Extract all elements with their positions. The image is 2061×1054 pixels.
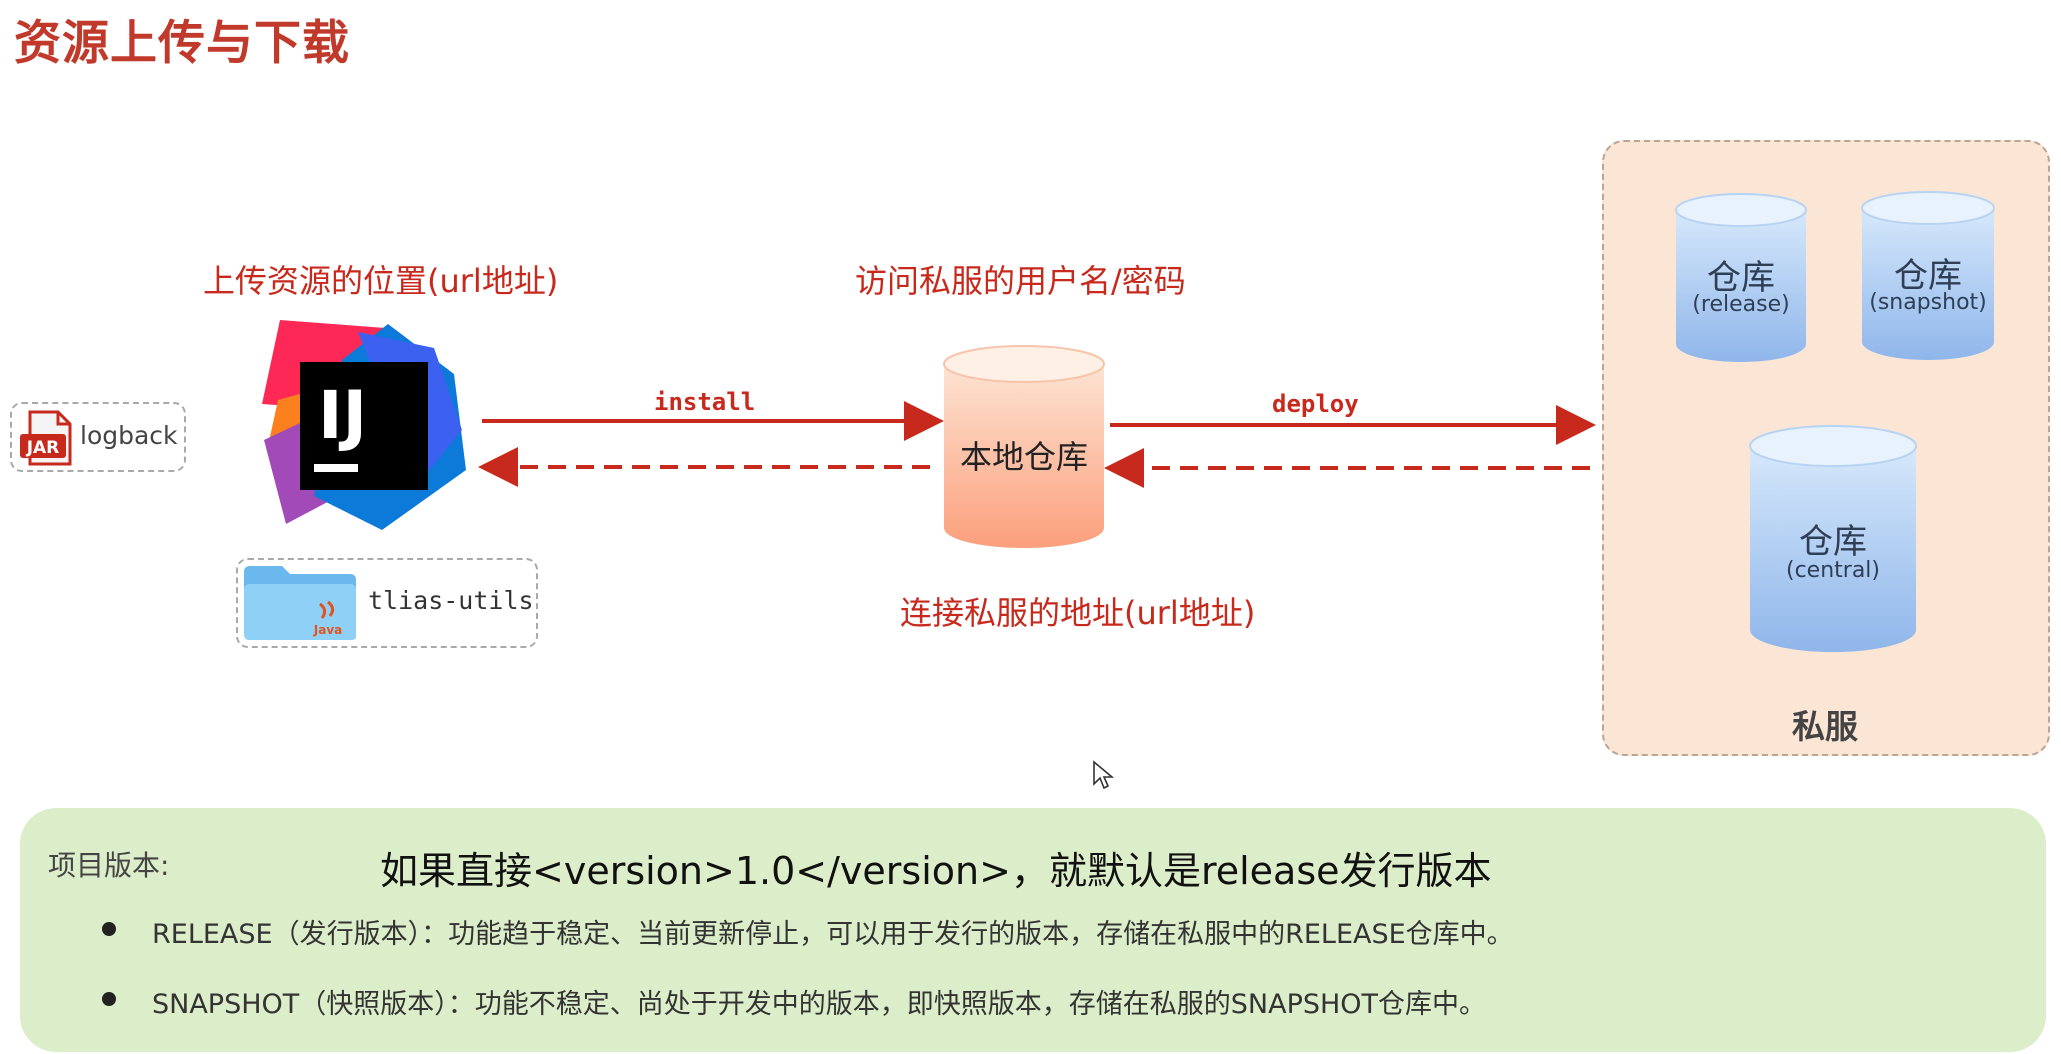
release-repo-name: 仓库 bbox=[1707, 258, 1775, 298]
snapshot-repo-cylinder: 仓库 (snapshot) bbox=[1860, 190, 1996, 362]
release-repo-type: (release) bbox=[1692, 292, 1790, 317]
ide-logo-text: IJ bbox=[318, 377, 367, 454]
bullet-dot bbox=[102, 992, 116, 1006]
intellij-idea-icon: IJ bbox=[262, 320, 466, 530]
java-folder-icon: Java bbox=[244, 566, 356, 640]
version-notes-panel bbox=[20, 808, 2046, 1052]
upload-location-label: 上传资源的位置(url地址) bbox=[203, 262, 559, 300]
mouse-cursor-icon bbox=[1093, 760, 1114, 790]
release-bullet-text: RELEASE（发行版本）：功能趋于稳定、当前更新停止，可以用于发行的版本，存储… bbox=[152, 919, 1514, 950]
page-title: 资源上传与下载 bbox=[14, 16, 350, 71]
java-badge: Java bbox=[313, 623, 342, 637]
local-repository-cylinder: 本地仓库 bbox=[942, 344, 1106, 550]
notes-main-text: 如果直接<version>1.0</version>，就默认是release发行… bbox=[380, 849, 1492, 893]
logback-name: logback bbox=[80, 421, 178, 450]
central-repo-type: (central) bbox=[1785, 558, 1880, 583]
private-server-label: 私服 bbox=[1792, 707, 1858, 746]
local-repository-label: 本地仓库 bbox=[959, 438, 1088, 476]
logback-jar-box: JAR logback bbox=[10, 402, 186, 472]
deploy-label: deploy bbox=[1272, 390, 1359, 418]
bullet-dot bbox=[102, 922, 116, 936]
central-repo-name: 仓库 bbox=[1799, 522, 1867, 562]
release-repo-cylinder: 仓库 (release) bbox=[1674, 192, 1808, 364]
jar-file-icon: JAR bbox=[20, 410, 72, 466]
snapshot-bullet-text: SNAPSHOT（快照版本）：功能不稳定、尚处于开发中的版本，即快照版本，存储在… bbox=[152, 989, 1487, 1020]
notes-heading: 项目版本: bbox=[48, 849, 170, 882]
jar-badge-text: JAR bbox=[26, 438, 60, 458]
install-label: install bbox=[654, 388, 756, 416]
tlias-utils-project-box: Java tlias-utils bbox=[236, 558, 538, 648]
server-address-label: 连接私服的地址(url地址) bbox=[900, 594, 1256, 632]
project-name: tlias-utils bbox=[368, 586, 534, 615]
central-repo-cylinder: 仓库 (central) bbox=[1748, 424, 1918, 654]
snapshot-repo-type: (snapshot) bbox=[1869, 290, 1987, 315]
snapshot-repo-name: 仓库 bbox=[1894, 256, 1962, 296]
credentials-label: 访问私服的用户名/密码 bbox=[855, 262, 1186, 300]
